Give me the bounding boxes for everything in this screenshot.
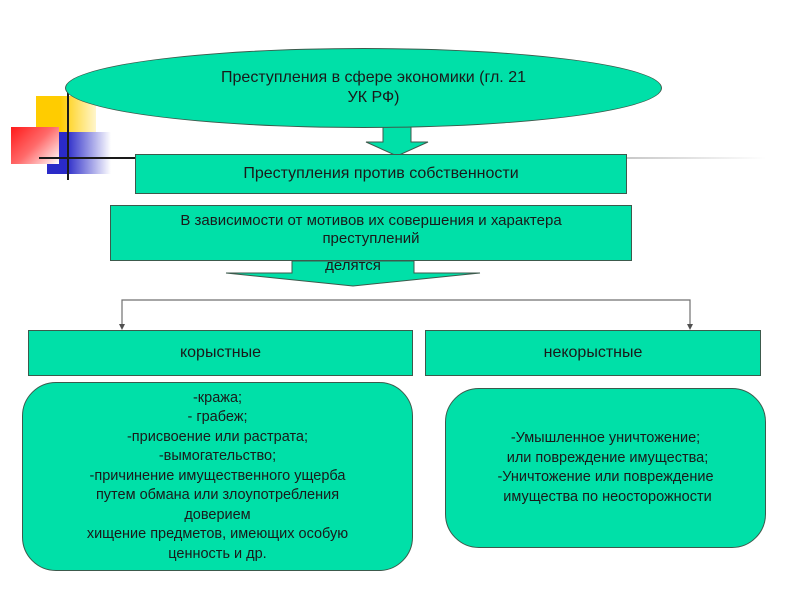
list-item: -причинение имущественного ущерба bbox=[89, 467, 346, 484]
classifier-line-1: В зависимости от мотивов их совершения и… bbox=[180, 212, 562, 229]
root-line-2: УК РФ) bbox=[347, 89, 400, 106]
property-crimes-label: Преступления против собственности bbox=[243, 165, 519, 182]
node-classifier: В зависимости от мотивов их совершения и… bbox=[110, 205, 632, 261]
list-non-mercenary-crimes: -Умышленное уничтожение; или повреждение… bbox=[445, 388, 766, 548]
classifier-arrow-label: делятся bbox=[325, 257, 381, 274]
category-mercenary-label: корыстные bbox=[179, 344, 262, 361]
list-item: хищение предметов, имеющих особую bbox=[86, 526, 349, 543]
list-item: -вымогательство; bbox=[158, 448, 277, 465]
list-item: имущества по неосторожности bbox=[499, 488, 712, 505]
category-non-mercenary-label: некорыстные bbox=[543, 344, 643, 361]
list-item: -Уничтожение или повреждение bbox=[497, 469, 714, 485]
list-mercenary-crimes: -кража; - грабеж; -присвоение или растра… bbox=[22, 382, 413, 571]
root-node-economic-crimes: Преступления в сфере экономики (гл. 21 У… bbox=[65, 48, 662, 128]
list-item: - грабеж; bbox=[187, 409, 248, 426]
list-item: -Умышленное уничтожение; bbox=[510, 430, 701, 446]
list-item: путем обмана или злоупотребления bbox=[95, 487, 340, 504]
down-arrow-root bbox=[365, 125, 429, 157]
decor-vertical-line bbox=[67, 88, 69, 180]
node-property-crimes: Преступления против собственности bbox=[135, 154, 627, 194]
arrowhead-right bbox=[687, 324, 693, 330]
list-item: или повреждение имущества; bbox=[502, 449, 709, 466]
branch-connector bbox=[121, 299, 691, 328]
decor-fading-rule bbox=[626, 157, 766, 159]
decor-horizontal-line bbox=[39, 157, 137, 159]
category-non-mercenary: некорыстные bbox=[425, 330, 761, 376]
arrowhead-left bbox=[119, 324, 125, 330]
list-item: ценность и др. bbox=[168, 545, 267, 562]
root-line-1: Преступления в сфере экономики (гл. 21 bbox=[221, 69, 526, 86]
list-item: -кража; bbox=[192, 389, 243, 406]
classifier-line-2: преступлений bbox=[322, 230, 420, 247]
list-item: доверием bbox=[184, 506, 251, 523]
list-item: -присвоение или растрата; bbox=[126, 428, 309, 445]
down-arrow-classifier bbox=[225, 260, 481, 287]
category-mercenary: корыстные bbox=[28, 330, 413, 376]
